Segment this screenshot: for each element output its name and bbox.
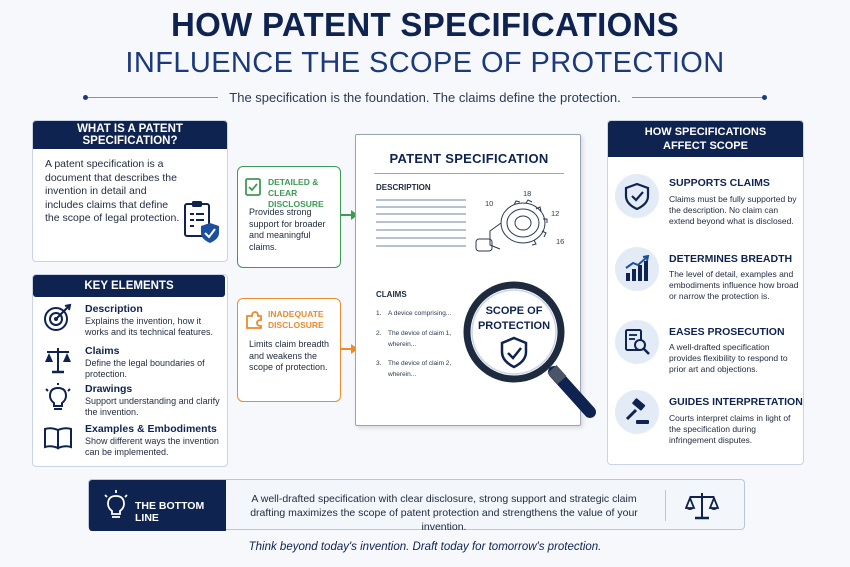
tagline: Think beyond today's invention. Draft to…: [248, 541, 602, 553]
title-line-2: INFLUENCE THE SCOPE OF PROTECTION: [125, 47, 725, 79]
detailed-disclosure-box: DETAILED & CLEAR DISCLOSURE Provides str…: [237, 166, 341, 268]
inadequate-disclosure-box: INADEQUATE DISCLOSURE Limits claim bread…: [237, 298, 341, 402]
key-element-title: Claims: [85, 345, 120, 357]
rule-left: [88, 97, 218, 98]
title-line-1: HOW PATENT SPECIFICATIONS: [171, 6, 679, 43]
description-label: DESCRIPTION: [376, 183, 431, 192]
patent-specification-document: PATENT SPECIFICATION DESCRIPTION 18 10 1…: [355, 134, 581, 426]
lightbulb-icon: [45, 383, 71, 410]
key-elements-panel: KEY ELEMENTS Description Explains the in…: [32, 274, 228, 467]
detailed-disclosure-desc: Provides strong support for broader and …: [249, 207, 326, 252]
what-is-panel: WHAT IS A PATENT SPECIFICATION? A patent…: [32, 120, 228, 262]
scales-icon: [685, 493, 719, 520]
key-element-title: Drawings: [85, 383, 133, 395]
description-line: [376, 221, 466, 223]
key-elements-heading: KEY ELEMENTS: [33, 275, 225, 297]
affect-scope-heading: HOW SPECIFICATIONS AFFECT SCOPE: [608, 121, 803, 157]
drawing-ref-10: 10: [485, 199, 494, 208]
detailed-disclosure-title: DETAILED & CLEAR DISCLOSURE: [268, 177, 324, 209]
claim-text: wherein...: [388, 341, 417, 348]
magnifier-icon: [463, 281, 596, 418]
orange-arrow: [341, 344, 358, 354]
device-drawing-icon: [475, 199, 548, 252]
affect-scope-heading-line-1: HOW SPECIFICATIONS: [644, 126, 767, 138]
supports-claims-icon-bg: [615, 174, 659, 218]
claim-number: 3.: [376, 360, 382, 367]
drawing-ref-12: 12: [551, 209, 560, 218]
bar-chart-icon: [625, 255, 650, 281]
description-line: [376, 199, 466, 201]
target-icon: [44, 303, 72, 331]
key-element-desc: Explains the invention, how it works and…: [85, 316, 214, 337]
guides-interpretation-title: GUIDES INTERPRETATION: [669, 396, 803, 408]
claim-text: A device comprising...: [388, 310, 452, 317]
scales-icon: [45, 348, 71, 374]
guides-interpretation-icon-bg: [615, 390, 659, 434]
green-arrow: [341, 210, 358, 220]
description-line: [376, 206, 466, 208]
description-line: [376, 237, 466, 239]
drawing-ref-16: 16: [556, 237, 565, 246]
description-line: [376, 229, 466, 231]
bottom-line-text: A well-drafted specification with clear …: [250, 493, 638, 533]
key-element-description: Description Explains the invention, how …: [41, 303, 226, 343]
supports-claims-title: SUPPORTS CLAIMS: [669, 177, 770, 189]
key-element-title: Examples & Embodiments: [85, 423, 217, 435]
eases-prosecution-title: EASES PROSECUTION: [669, 326, 785, 338]
document-search-icon: [625, 329, 650, 355]
bottom-line-banner: THE BOTTOM LINE A well-drafted specifica…: [88, 479, 745, 533]
rule-right: [632, 97, 762, 98]
lightbulb-icon: [104, 490, 128, 518]
key-element-title: Description: [85, 303, 143, 315]
affect-scope-panel: HOW SPECIFICATIONS AFFECT SCOPE SUPPORTS…: [607, 120, 804, 465]
claim-text: wherein...: [388, 371, 417, 378]
key-element-claims: Claims Define the legal boundaries of pr…: [41, 345, 226, 385]
claim-text: The device of claim 2,: [388, 360, 452, 367]
puzzle-icon: [246, 311, 262, 329]
gavel-icon: [625, 398, 649, 424]
determines-breadth-title: DETERMINES BREADTH: [669, 253, 793, 265]
bottom-line-head: THE BOTTOM LINE: [89, 480, 226, 531]
determines-breadth-desc: The level of detail, examples and embodi…: [669, 269, 799, 301]
key-element-desc: Support understanding and clarify the in…: [85, 396, 220, 417]
bottom-line-label: THE BOTTOM LINE: [135, 500, 205, 524]
document-title: PATENT SPECIFICATION: [389, 151, 549, 166]
book-icon: [44, 427, 72, 450]
key-element-drawings: Drawings Support understanding and clari…: [41, 383, 226, 423]
key-element-desc: Show different ways the invention can be…: [85, 436, 219, 457]
rule-dot-right: [762, 95, 767, 100]
claim-number: 2.: [376, 330, 382, 337]
what-is-body: A patent specification is a document tha…: [45, 158, 180, 224]
magnifier-line-1: SCOPE OF: [485, 305, 543, 317]
description-line: [376, 245, 466, 247]
description-line: [376, 213, 466, 215]
determines-breadth-icon-bg: [615, 247, 659, 291]
bottom-line-separator: [665, 490, 666, 521]
shield-check-icon: [624, 182, 650, 210]
claim-text: The device of claim 1,: [388, 330, 452, 337]
key-element-desc: Define the legal boundaries of protectio…: [85, 358, 205, 379]
claim-number: 1.: [376, 310, 382, 317]
document-title-rule: [374, 173, 564, 174]
eases-prosecution-icon-bg: [615, 320, 659, 364]
eases-prosecution-desc: A well-drafted specification provides fl…: [669, 342, 788, 374]
subtitle: The specification is the foundation. The…: [229, 90, 621, 105]
affect-scope-heading-line-2: AFFECT SCOPE: [663, 140, 748, 152]
inadequate-disclosure-title: INADEQUATE DISCLOSURE: [268, 309, 324, 330]
magnifier-label: SCOPE OF PROTECTION: [474, 304, 554, 334]
rule-dot-left: [83, 95, 88, 100]
magnifier-line-2: PROTECTION: [477, 320, 551, 332]
document-check-icon: [245, 178, 261, 196]
what-is-heading: WHAT IS A PATENT SPECIFICATION?: [33, 121, 227, 149]
supports-claims-desc: Claims must be fully supported by the de…: [669, 194, 797, 226]
claims-label: CLAIMS: [376, 290, 407, 299]
inadequate-disclosure-desc: Limits claim breadth and weakens the sco…: [249, 339, 330, 372]
drawing-ref-18: 18: [523, 189, 532, 198]
guides-interpretation-desc: Courts interpret claims in light of the …: [669, 413, 791, 445]
clipboard-shield-icon: [184, 201, 219, 243]
key-element-examples: Examples & Embodiments Show different wa…: [41, 423, 226, 463]
